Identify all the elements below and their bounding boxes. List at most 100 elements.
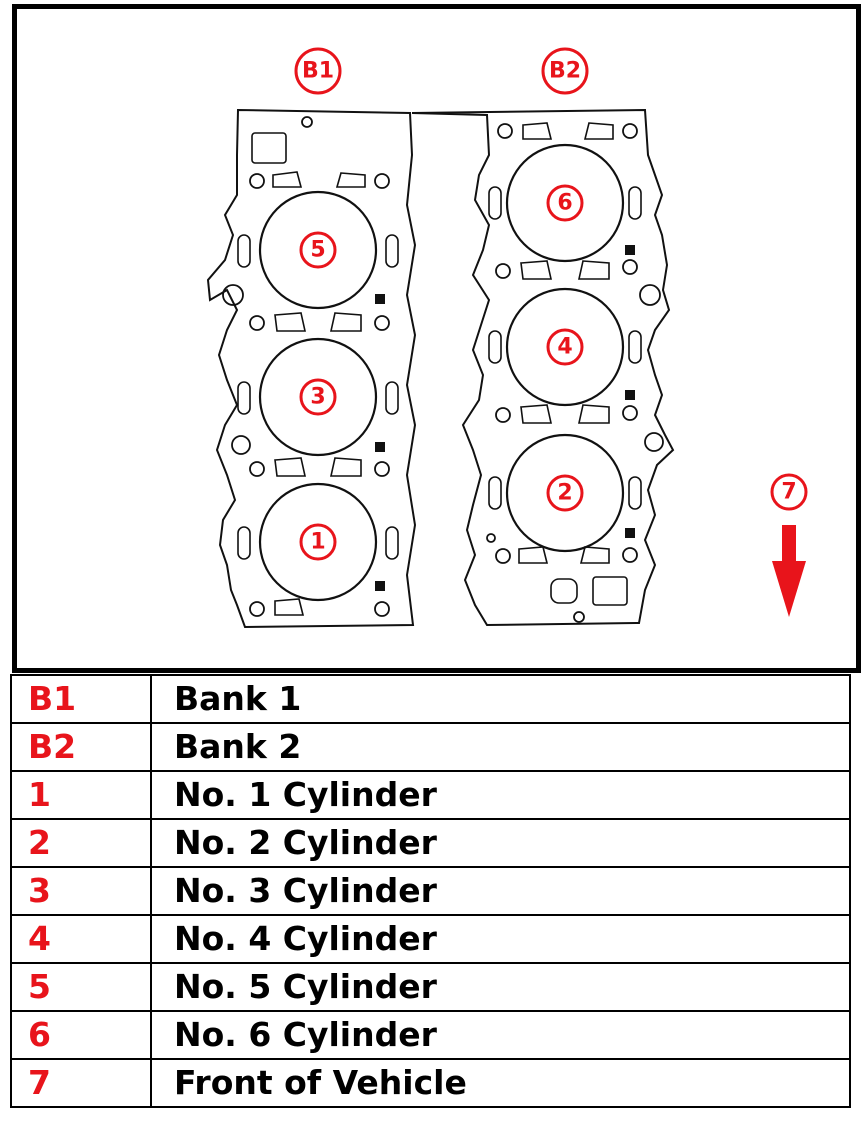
bank1-passage <box>274 598 305 616</box>
callout-cylinder-5: 5 <box>299 231 337 269</box>
callout-bank1-label: B1 <box>302 59 334 84</box>
bank2-port-rect <box>550 578 578 604</box>
bank1-marker <box>375 581 385 591</box>
bank1-hole <box>374 601 390 617</box>
bank2-passage <box>518 546 549 564</box>
callout-cylinder-3-label: 3 <box>310 385 325 410</box>
bank1-small-hole <box>301 116 313 128</box>
bank1-hole <box>249 601 265 617</box>
bank2-hole <box>644 432 664 452</box>
bank2-marker <box>625 528 635 538</box>
callout-front-label: 7 <box>781 480 796 505</box>
bank1-passage <box>330 457 362 477</box>
callout-cylinder-6: 6 <box>546 184 584 222</box>
legend-row: 7 Front of Vehicle <box>10 1058 851 1108</box>
bank2-passage <box>583 122 614 140</box>
bank1-marker <box>375 294 385 304</box>
bank2-hole <box>495 548 511 564</box>
bank1-gasket-outline <box>206 108 417 629</box>
callout-cylinder-1-label: 1 <box>310 530 325 555</box>
diagram-svg: B1 B2 5 3 1 6 4 2 <box>206 47 808 629</box>
callout-bank2: B2 <box>541 47 589 95</box>
callout-cylinder-4-label: 4 <box>557 335 572 360</box>
bank2-hole <box>495 263 511 279</box>
legend-label: No. 4 Cylinder <box>150 914 851 964</box>
bank1-slot <box>385 381 399 415</box>
legend-label: Bank 1 <box>150 674 851 724</box>
cylinder-head-diagram: B1 B2 5 3 1 6 4 2 <box>12 4 861 673</box>
bank1-bore-1 <box>258 482 378 602</box>
bank2-passage <box>520 260 552 280</box>
legend-label: Bank 2 <box>150 722 851 772</box>
bank2-small-hole <box>573 611 585 623</box>
bank1-hole <box>222 284 244 306</box>
legend-table: B1 Bank 1 B2 Bank 2 1 No. 1 Cylinder 2 N… <box>10 674 851 1108</box>
bank2-gasket-outline <box>411 108 675 627</box>
callout-cylinder-2: 2 <box>546 474 584 512</box>
bank1-slot <box>385 526 399 560</box>
legend-row: 1 No. 1 Cylinder <box>10 770 851 820</box>
bank1-bore-3 <box>258 337 378 457</box>
bank1-passage <box>330 312 362 332</box>
callout-bank1: B1 <box>294 47 342 95</box>
bank1-hole <box>249 173 265 189</box>
bank2-passage <box>579 546 610 564</box>
legend-key: 2 <box>10 818 152 868</box>
legend-key: 3 <box>10 866 152 916</box>
legend-key: 1 <box>10 770 152 820</box>
legend-row: 4 No. 4 Cylinder <box>10 914 851 964</box>
bank2-small-hole <box>486 533 496 543</box>
bank1-passage <box>274 312 306 332</box>
bank2-hole <box>622 259 638 275</box>
bank2-hole <box>622 547 638 563</box>
bank2-hole <box>622 405 638 421</box>
legend-row: 6 No. 6 Cylinder <box>10 1010 851 1060</box>
bank1-hole <box>374 173 390 189</box>
callout-cylinder-2-label: 2 <box>557 481 572 506</box>
bank1-slot <box>237 234 251 268</box>
callout-cylinder-4: 4 <box>546 328 584 366</box>
bank2-bore-4 <box>505 287 625 407</box>
bank2-slot <box>628 186 642 220</box>
callout-cylinder-6-label: 6 <box>557 191 572 216</box>
bank1-slot <box>385 234 399 268</box>
bank2-marker <box>625 390 635 400</box>
callout-front: 7 <box>770 473 808 511</box>
legend-key: 4 <box>10 914 152 964</box>
bank2-bore-6 <box>505 143 625 263</box>
legend-key: B2 <box>10 722 152 772</box>
bank1-bore-5 <box>258 190 378 310</box>
legend-row: B2 Bank 2 <box>10 722 851 772</box>
callout-cylinder-1: 1 <box>299 523 337 561</box>
arrow-down-icon <box>772 525 806 617</box>
bank1-slot <box>237 381 251 415</box>
bank2-slot <box>488 330 502 364</box>
bank1-passage <box>274 457 306 477</box>
bank2-passage <box>578 260 610 280</box>
bank2-passage <box>520 404 552 424</box>
bank2-hole <box>497 123 513 139</box>
legend-label: No. 3 Cylinder <box>150 866 851 916</box>
bank1-passage <box>335 172 366 188</box>
bank2-marker <box>625 245 635 255</box>
bank2-passage <box>578 404 610 424</box>
bank2-hole <box>622 123 638 139</box>
bank1-port-rect <box>251 132 287 164</box>
bank2-slot <box>628 476 642 510</box>
legend-key: 6 <box>10 1010 152 1060</box>
bank1-hole <box>374 461 390 477</box>
bank2-bore-2 <box>505 433 625 553</box>
bank1-hole <box>249 461 265 477</box>
legend-key: 7 <box>10 1058 152 1108</box>
legend-key: 5 <box>10 962 152 1012</box>
bank2-port-rect <box>592 576 628 606</box>
bank1-passage <box>272 171 303 188</box>
callout-bank2-label: B2 <box>549 59 581 84</box>
bank1-marker <box>375 442 385 452</box>
legend-label: No. 6 Cylinder <box>150 1010 851 1060</box>
bank1-hole <box>249 315 265 331</box>
legend-row: 2 No. 2 Cylinder <box>10 818 851 868</box>
callout-cylinder-5-label: 5 <box>310 238 325 263</box>
legend-label: No. 2 Cylinder <box>150 818 851 868</box>
bank1-slot <box>237 526 251 560</box>
